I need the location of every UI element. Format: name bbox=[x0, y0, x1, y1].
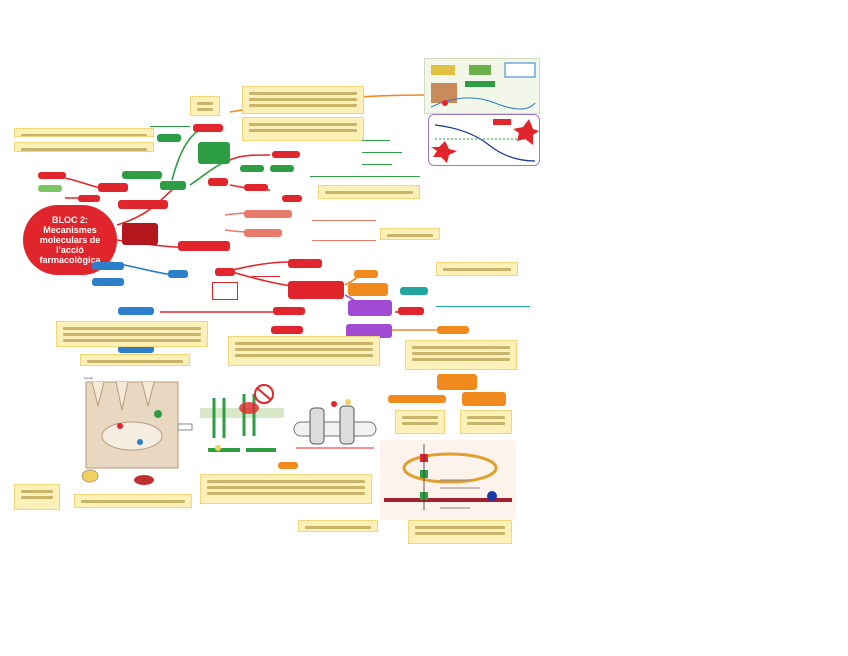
root-line-2: Mecanismes bbox=[43, 225, 97, 235]
branch-node-35[interactable] bbox=[168, 270, 188, 278]
text-block-3 bbox=[252, 262, 280, 277]
branch-node-23[interactable] bbox=[348, 300, 392, 316]
branch-node-34[interactable] bbox=[118, 345, 154, 353]
note-17 bbox=[380, 228, 440, 240]
text-block-1 bbox=[312, 210, 376, 221]
branch-node-17[interactable] bbox=[244, 229, 282, 237]
branch-node-11[interactable] bbox=[272, 151, 300, 158]
receptor-diagram-icon bbox=[200, 378, 284, 462]
branch-node-18[interactable] bbox=[215, 268, 235, 276]
branch-node-36[interactable] bbox=[92, 262, 124, 270]
branch-node-21[interactable] bbox=[354, 270, 378, 278]
branch-node-24[interactable] bbox=[400, 287, 428, 295]
branch-node-31[interactable] bbox=[388, 395, 446, 403]
text-block-8 bbox=[310, 170, 420, 177]
ion-channel-diagram-icon bbox=[290, 398, 380, 454]
text-block-5 bbox=[362, 134, 390, 141]
branch-node-30[interactable] bbox=[437, 374, 477, 390]
text-block-7 bbox=[362, 158, 392, 165]
note-6 bbox=[56, 321, 208, 347]
branch-node-6[interactable] bbox=[122, 171, 162, 179]
branch-node-13[interactable] bbox=[270, 165, 294, 172]
text-block-4 bbox=[212, 282, 238, 300]
note-13 bbox=[298, 520, 378, 532]
note-12 bbox=[14, 484, 60, 510]
branch-node-2[interactable] bbox=[178, 241, 230, 251]
branch-node-26[interactable] bbox=[346, 324, 392, 338]
branch-node-41[interactable] bbox=[278, 462, 298, 469]
branch-node-33[interactable] bbox=[118, 307, 154, 315]
branch-node-28[interactable] bbox=[271, 326, 303, 334]
root-line-1: BLOC 2: bbox=[52, 215, 88, 225]
connector-left-a bbox=[64, 177, 101, 189]
branch-node-29[interactable] bbox=[437, 326, 469, 334]
text-block-9 bbox=[436, 300, 530, 307]
note-9 bbox=[405, 340, 517, 370]
root-line-4: l'acció bbox=[56, 245, 84, 255]
note-16 bbox=[190, 96, 220, 116]
pump-diagram-icon bbox=[380, 440, 516, 520]
text-block-6 bbox=[362, 146, 402, 153]
text-block-2 bbox=[312, 228, 376, 241]
note-8 bbox=[228, 336, 380, 366]
root-line-5: farmacològica bbox=[39, 255, 101, 265]
branch-node-4[interactable] bbox=[160, 181, 186, 190]
branch-node-19[interactable] bbox=[288, 259, 322, 268]
branch-node-27[interactable] bbox=[273, 307, 305, 315]
branch-node-16[interactable] bbox=[244, 210, 292, 218]
connector-branch-a bbox=[229, 154, 271, 161]
branch-node-22[interactable] bbox=[348, 283, 388, 296]
note-18 bbox=[395, 410, 445, 434]
branch-node-39[interactable] bbox=[38, 185, 62, 192]
note-1 bbox=[14, 128, 154, 137]
branch-node-12[interactable] bbox=[240, 165, 264, 172]
branch-node-1[interactable] bbox=[122, 223, 158, 245]
branch-node-32[interactable] bbox=[462, 392, 506, 406]
note-2 bbox=[14, 142, 154, 152]
cell-label: Lumen bbox=[84, 376, 94, 380]
note-15 bbox=[436, 262, 518, 276]
branch-node-40[interactable] bbox=[78, 195, 100, 202]
note-5 bbox=[318, 185, 420, 199]
connector-atp-up bbox=[231, 261, 291, 271]
branch-node-9[interactable] bbox=[193, 124, 223, 132]
note-10 bbox=[200, 474, 372, 504]
text-block-10 bbox=[150, 112, 190, 127]
note-19 bbox=[460, 410, 512, 434]
branch-node-10[interactable] bbox=[208, 178, 228, 186]
branch-node-25[interactable] bbox=[398, 307, 424, 315]
branch-node-7[interactable] bbox=[157, 134, 181, 142]
branch-node-8[interactable] bbox=[198, 142, 230, 164]
branch-node-37[interactable] bbox=[92, 278, 124, 286]
branch-node-38[interactable] bbox=[38, 172, 66, 179]
branch-node-14[interactable] bbox=[244, 184, 268, 191]
note-3 bbox=[242, 86, 364, 114]
root-line-3: moleculars de bbox=[39, 235, 101, 245]
cell-diagram-icon: Lumen bbox=[72, 376, 194, 488]
branch-node-15[interactable] bbox=[282, 195, 302, 202]
curve-chart-icon bbox=[428, 114, 540, 166]
comparison-chart-icon bbox=[424, 58, 540, 114]
branch-node-20[interactable] bbox=[288, 281, 344, 299]
branch-node-5[interactable] bbox=[98, 183, 128, 192]
note-4 bbox=[242, 117, 364, 141]
note-11 bbox=[74, 494, 192, 508]
note-7 bbox=[80, 354, 190, 366]
branch-node-3[interactable] bbox=[118, 200, 168, 209]
note-14 bbox=[408, 520, 512, 544]
